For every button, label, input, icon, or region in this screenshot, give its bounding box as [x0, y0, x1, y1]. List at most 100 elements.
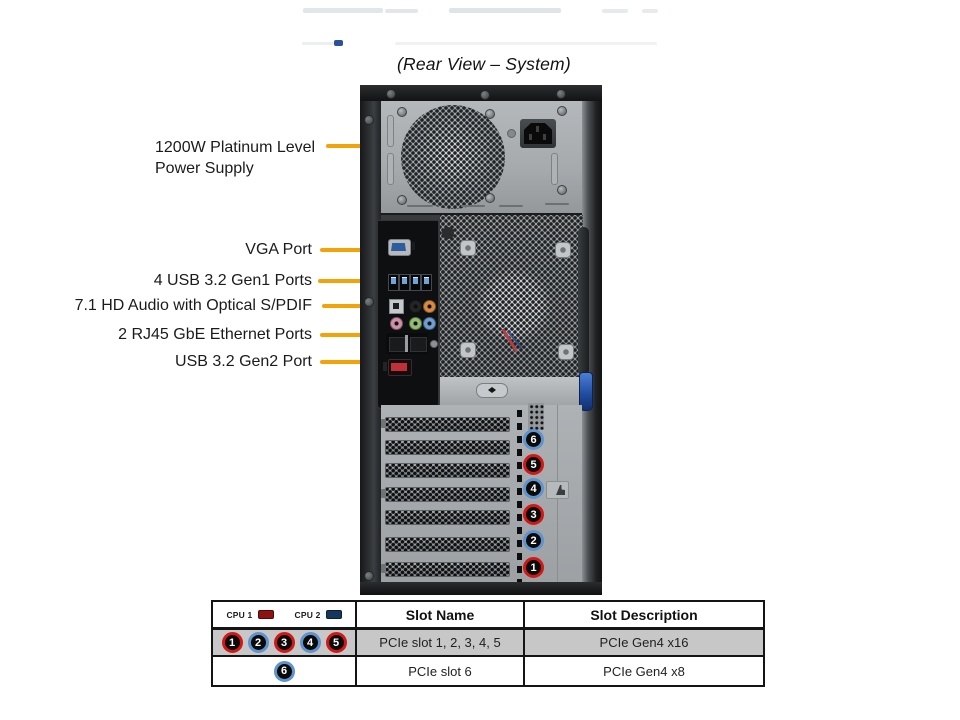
stamped-vent-icon [476, 383, 508, 398]
usb3-gen1-port-icon [421, 274, 432, 291]
audio-jack-green-icon [409, 317, 422, 330]
usb3-gen1-port-icon [410, 274, 421, 291]
pci-slot-cover [385, 510, 510, 525]
page-artifact [334, 40, 343, 46]
rj45-ports-icon [386, 333, 428, 354]
psu-bottom-slot [545, 203, 569, 205]
slot-cover-tab [381, 419, 386, 428]
vga-thumbscrew-icon [412, 242, 415, 250]
cpu-legend: CPU 1 CPU 2 [213, 602, 357, 630]
side-panel-latch-bar [578, 227, 589, 375]
cpu2-color-swatch-icon [325, 610, 342, 619]
page-artifact [385, 9, 418, 13]
slot-badge-3: 3 [523, 504, 544, 525]
psu-callout-label: 1200W Platinum Level Power Supply [155, 137, 315, 179]
slot-cover-tab [381, 564, 386, 573]
slot-name-row-1: PCIe slot 1, 2, 3, 4, 5 [357, 630, 525, 657]
chassis-left-edge [360, 85, 381, 595]
usb-tab [390, 277, 396, 284]
audio-jack-black-icon [409, 300, 422, 313]
cpu1-color-swatch-icon [257, 610, 274, 619]
figure-title: (Rear View – System) [397, 54, 571, 74]
spdif-opening [393, 303, 399, 309]
vga-port-icon [388, 239, 411, 256]
slot-badge-2: 2 [523, 530, 544, 551]
bracket-glyph [556, 485, 565, 495]
screw-icon [485, 193, 495, 203]
chassis-lower-strip [440, 377, 583, 407]
fan-mount-icon [558, 344, 574, 360]
screw-icon [557, 106, 567, 116]
card-bracket-rail [517, 410, 522, 582]
usb3-gen2-port-icon [388, 359, 412, 376]
chassis-rear-view: 6 5 4 3 2 1 [360, 85, 602, 595]
usb-tab [401, 277, 407, 284]
page-artifact [303, 8, 383, 13]
slot-description-row-2: PCIe Gen4 x8 [603, 663, 685, 679]
header-slot-name: Slot Name [357, 602, 525, 630]
stamped-bracket-icon [546, 481, 569, 499]
usb-gen2-callout-line [320, 360, 392, 364]
slot-description-row-1: PCIe Gen4 x16 [525, 630, 763, 657]
table-badge-4: 4 [299, 632, 321, 653]
screw-icon [397, 195, 407, 205]
audio-callout-line [322, 304, 387, 308]
slot-name-row-2: PCIe slot 6 [357, 657, 525, 685]
screw-icon [364, 297, 374, 307]
psu-callout-line1: 1200W Platinum Level [155, 139, 316, 156]
pci-slot-cover [385, 463, 510, 478]
rear-fan-grille-icon [440, 215, 583, 377]
page-artifact [449, 8, 561, 13]
screw-icon [557, 185, 567, 195]
ac-pin [543, 134, 546, 140]
table-badge-2: 2 [247, 632, 269, 653]
optical-spdif-icon [389, 299, 404, 314]
vga-callout-line [320, 248, 388, 252]
pci-slot-cover [385, 440, 510, 455]
fan-mount-icon [460, 342, 476, 358]
ac-power-inlet-icon [520, 119, 556, 148]
usb-gen2-callout-label: USB 3.2 Gen2 Port [175, 353, 312, 370]
screw-icon [556, 89, 566, 99]
slot-badge-1: 1 [523, 557, 544, 578]
vga-connector [391, 243, 406, 251]
screw-icon [480, 90, 490, 100]
vent-hole [488, 387, 496, 393]
screw-hole-icon [507, 129, 516, 138]
screw-icon [386, 89, 396, 99]
chassis-side-panel-edge [582, 85, 602, 595]
psu-bottom-slot [461, 205, 485, 207]
pci-slot-section: 6 5 4 3 2 1 [381, 403, 582, 582]
pcie-slot-table: CPU 1 CPU 2 Slot Name Slot Description 1… [211, 600, 765, 687]
page-artifact [642, 9, 658, 13]
pci-slot-cover [385, 537, 510, 552]
rj45-port [410, 337, 427, 352]
chassis-bottom-band [360, 582, 602, 595]
lan-callout-line [320, 333, 390, 337]
audio-callout-label: 7.1 HD Audio with Optical S/PDIF [74, 297, 312, 314]
screw-icon [364, 571, 374, 581]
table-row-badges-1-5: 1 2 3 4 5 [213, 630, 357, 657]
vga-callout-label: VGA Port [245, 241, 312, 258]
fan-mount-icon [460, 240, 476, 256]
usb3-gen1-port-icon [388, 274, 399, 291]
pci-slot-cover [385, 562, 510, 577]
power-supply [381, 101, 582, 215]
cpu2-legend-label: CPU 2 [294, 609, 321, 620]
slot-cover-tab [381, 489, 386, 498]
ac-inlet-socket [524, 123, 552, 144]
usb3-gen1-port-icon [399, 274, 410, 291]
release-latch-icon [579, 372, 593, 411]
fan-clip-icon [442, 227, 454, 239]
rj45-divider [405, 335, 408, 352]
screw-icon [485, 109, 495, 119]
psu-side-slot [387, 115, 394, 147]
cpu2-legend-item: CPU 2 [295, 610, 342, 620]
cpu1-legend-item: CPU 1 [226, 609, 274, 620]
header-slot-description: Slot Description [525, 602, 763, 630]
table-badge-1: 1 [221, 632, 243, 653]
ac-pin [536, 126, 539, 132]
cpu1-legend-label: CPU 1 [226, 609, 253, 620]
audio-jack-orange-icon [423, 300, 436, 313]
